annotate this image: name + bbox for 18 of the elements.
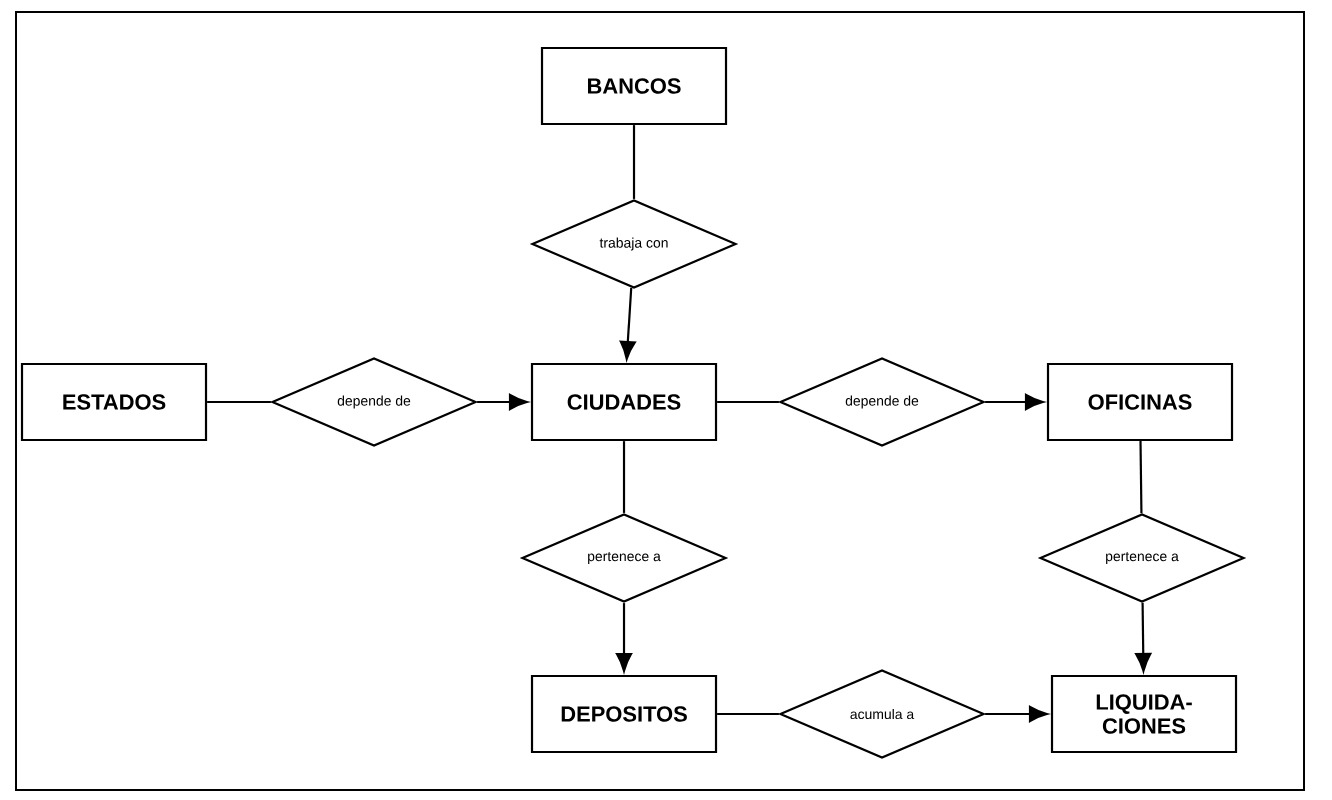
arrow bbox=[985, 705, 1048, 723]
arrow bbox=[615, 603, 633, 672]
arrow bbox=[477, 393, 528, 411]
entity-box: LIQUIDA- CIONES bbox=[1050, 674, 1238, 754]
entity-box: CIUDADES bbox=[530, 362, 718, 442]
connector-line bbox=[622, 441, 626, 513]
entity-box: ESTADOS bbox=[20, 362, 208, 442]
entity-box: DEPOSITOS bbox=[530, 674, 718, 754]
connector-line bbox=[717, 400, 779, 404]
connector-line bbox=[717, 712, 779, 716]
connector-line bbox=[1139, 441, 1143, 514]
connector-line bbox=[207, 400, 271, 404]
arrow bbox=[1135, 602, 1152, 672]
connector-line bbox=[632, 125, 636, 199]
entity-box: OFICINAS bbox=[1046, 362, 1234, 442]
entity-box: BANCOS bbox=[540, 46, 728, 126]
arrow bbox=[619, 287, 636, 360]
arrow bbox=[985, 393, 1044, 411]
